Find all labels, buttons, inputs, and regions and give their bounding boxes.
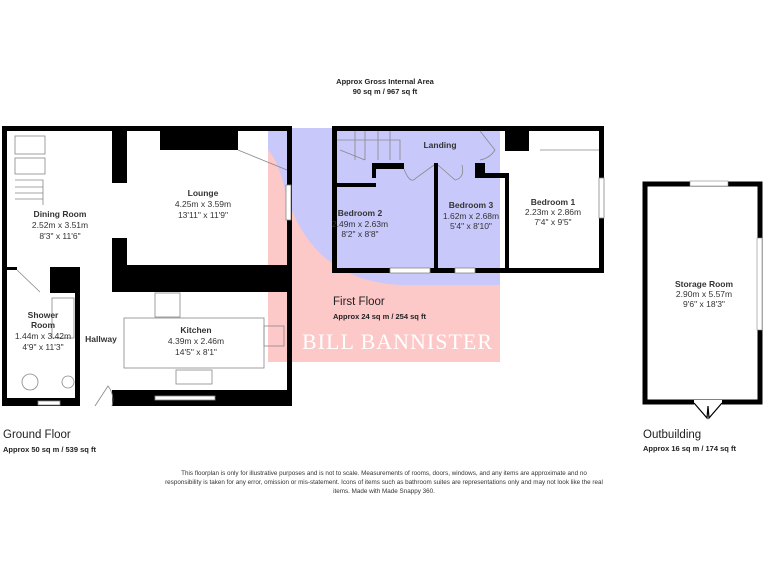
bedroom2-imperial: 8'2" x 8'8" — [341, 229, 379, 239]
bedroom1-metric: 2.23m x 2.86m — [524, 207, 582, 217]
lounge-imperial: 13'11" x 11'9" — [177, 210, 229, 220]
bedroom3-imperial: 5'4" x 8'10" — [450, 221, 492, 231]
ground-floor-title: Ground Floor — [3, 429, 71, 441]
disclaimer: This floorplan is only for illustrative … — [165, 470, 603, 495]
kitchen-label: Kitchen — [180, 325, 212, 335]
storage-label: Storage Room — [674, 279, 734, 289]
ground-floor-walls — [2, 126, 292, 406]
shower-metric: 1.44m x 3.42m — [14, 331, 72, 341]
watermark-word-2: BANNISTER — [360, 329, 494, 354]
kitchen-metric: 4.39m x 2.46m — [167, 336, 225, 346]
first-floor-area: Approx 24 sq m / 254 sq ft — [333, 312, 426, 321]
kitchen-imperial: 14'5" x 8'1" — [175, 347, 217, 357]
bedroom3-label: Bedroom 3 — [448, 200, 494, 210]
first-floor-title: First Floor — [333, 296, 385, 308]
outbuilding-title: Outbuilding — [643, 429, 702, 441]
dining-metric: 2.52m x 3.51m — [31, 220, 89, 230]
bedroom3-metric: 1.62m x 2.68m — [442, 211, 500, 221]
storage-imperial: 9'6" x 18'3" — [683, 299, 725, 309]
ground-floor-fixtures — [14, 135, 292, 407]
gross-area-title: Approx Gross Internal Area — [336, 77, 434, 86]
hallway-label: Hallway — [85, 334, 117, 344]
first-floor-fixtures — [337, 130, 605, 274]
landing-label: Landing — [423, 140, 457, 150]
dining-label: Dining Room — [33, 209, 87, 219]
gross-area-total: 90 sq m / 967 sq ft — [352, 87, 418, 96]
shower-imperial: 4'9" x 11'3" — [22, 342, 64, 352]
bedroom1-label: Bedroom 1 — [530, 197, 576, 207]
shower-label-1: Shower — [27, 310, 59, 320]
outbuilding-walls — [642, 180, 763, 420]
lounge-label: Lounge — [187, 188, 219, 198]
watermark-lettering: BILL BANNISTER — [302, 331, 493, 353]
bedroom2-metric: 2.49m x 2.63m — [331, 219, 389, 229]
bedroom2-label: Bedroom 2 — [337, 208, 383, 218]
ground-floor-area: Approx 50 sq m / 539 sq ft — [3, 445, 96, 454]
shower-label-2: Room — [30, 320, 56, 330]
lounge-metric: 4.25m x 3.59m — [174, 199, 232, 209]
bedroom1-imperial: 7'4" x 9'5" — [534, 217, 572, 227]
watermark-word-1: BILL — [302, 329, 355, 354]
outbuilding-area: Approx 16 sq m / 174 sq ft — [643, 444, 736, 453]
storage-metric: 2.90m x 5.57m — [675, 289, 733, 299]
dining-imperial: 8'3" x 11'6" — [39, 231, 81, 241]
